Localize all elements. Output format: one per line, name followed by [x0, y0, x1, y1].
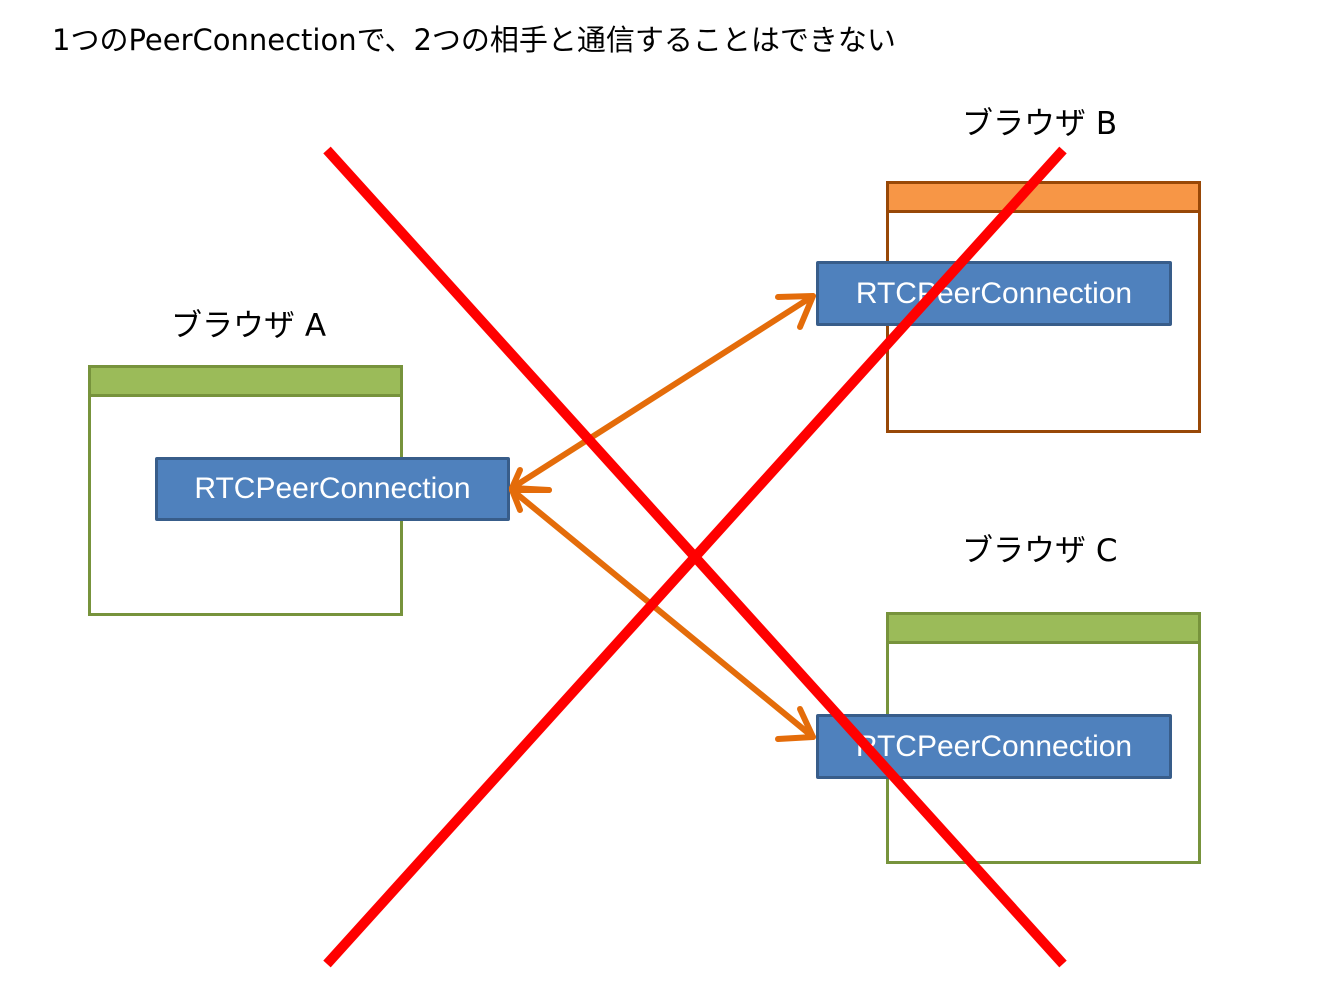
browser-b-label: ブラウザ B: [962, 106, 1118, 142]
browser-b-rtc-peer-connection: RTCPeerConnection: [816, 261, 1172, 326]
browser-a-rtc-peer-connection: RTCPeerConnection: [155, 457, 510, 521]
browser-b-titlebar: [889, 184, 1198, 213]
browser-c-label: ブラウザ C: [962, 533, 1118, 569]
diagram-title: 1つのPeerConnectionで、2つの相手と通信することはできない: [52, 23, 896, 57]
arrow-a-to-c: [509, 487, 816, 742]
browser-a-label: ブラウザ A: [171, 308, 327, 344]
browser-a-titlebar: [91, 368, 400, 397]
browser-c-rtc-peer-connection: RTCPeerConnection: [816, 714, 1172, 779]
arrow-a-to-b: [509, 293, 816, 493]
browser-c-titlebar: [889, 615, 1198, 644]
